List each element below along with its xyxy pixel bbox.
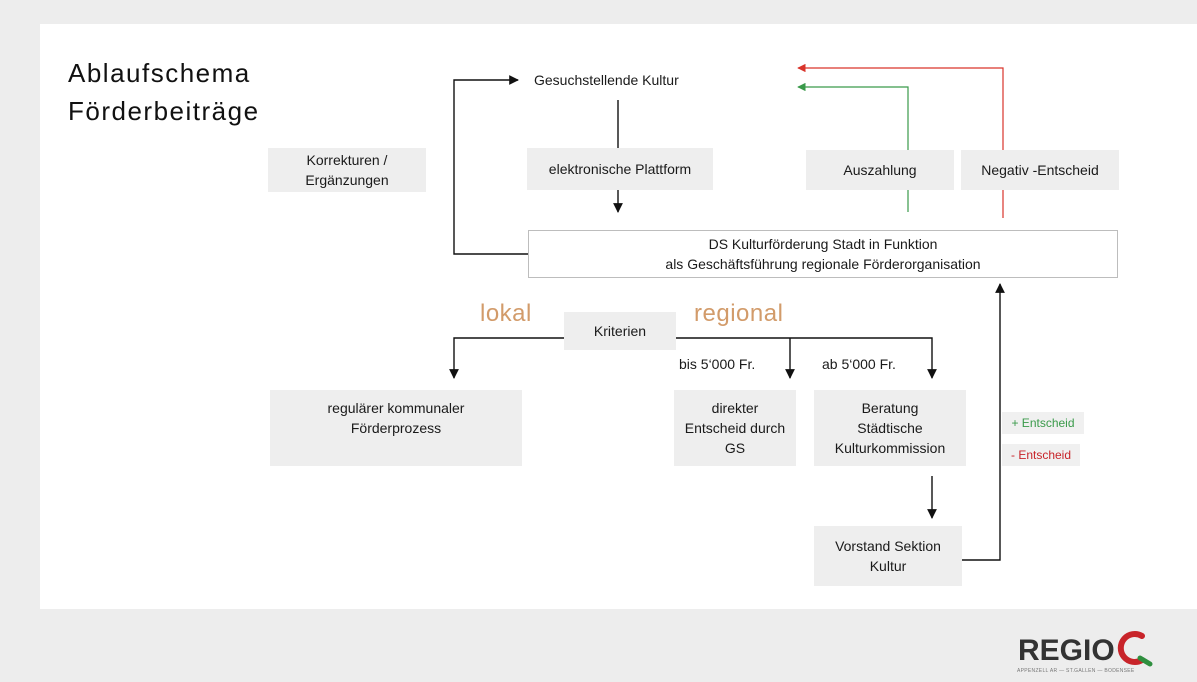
label-regional: regional <box>694 300 784 327</box>
node-negative-decision: Negativ -Entscheid <box>961 150 1119 190</box>
logo-subtitle: APPENZELL AR — ST.GALLEN — BODENSEE <box>1017 668 1135 674</box>
node-payout: Auszahlung <box>806 150 954 190</box>
node-local-process: regulärer kommunaler Förderprozess <box>270 390 522 466</box>
node-commission: Beratung Städtische Kulturkommission <box>814 390 966 466</box>
label-lokal: lokal <box>480 300 532 327</box>
node-direct-decision: direkter Entscheid durch GS <box>674 390 796 466</box>
label-below-threshold: bis 5‘000 Fr. <box>679 356 756 372</box>
label-above-threshold: ab 5‘000 Fr. <box>822 356 896 372</box>
label-plus-decision: + Entscheid <box>1002 412 1084 434</box>
node-board: Vorstand Sektion Kultur <box>814 526 962 586</box>
node-corrections: Korrekturen / Ergänzungen <box>268 148 426 192</box>
node-applicant: Gesuchstellende Kultur <box>534 72 679 88</box>
title-line-1: Ablaufschema <box>68 58 251 88</box>
title-line-2: Förderbeiträge <box>68 96 260 126</box>
label-minus-decision: - Entscheid <box>1002 444 1080 466</box>
node-ds-office: DS Kulturförderung Stadt in Funktion als… <box>528 230 1118 278</box>
node-criteria: Kriterien <box>564 312 676 350</box>
node-platform: elektronische Plattform <box>527 148 713 190</box>
logo-mark-icon <box>1117 631 1153 667</box>
logo-text: REGIO <box>1018 634 1115 667</box>
